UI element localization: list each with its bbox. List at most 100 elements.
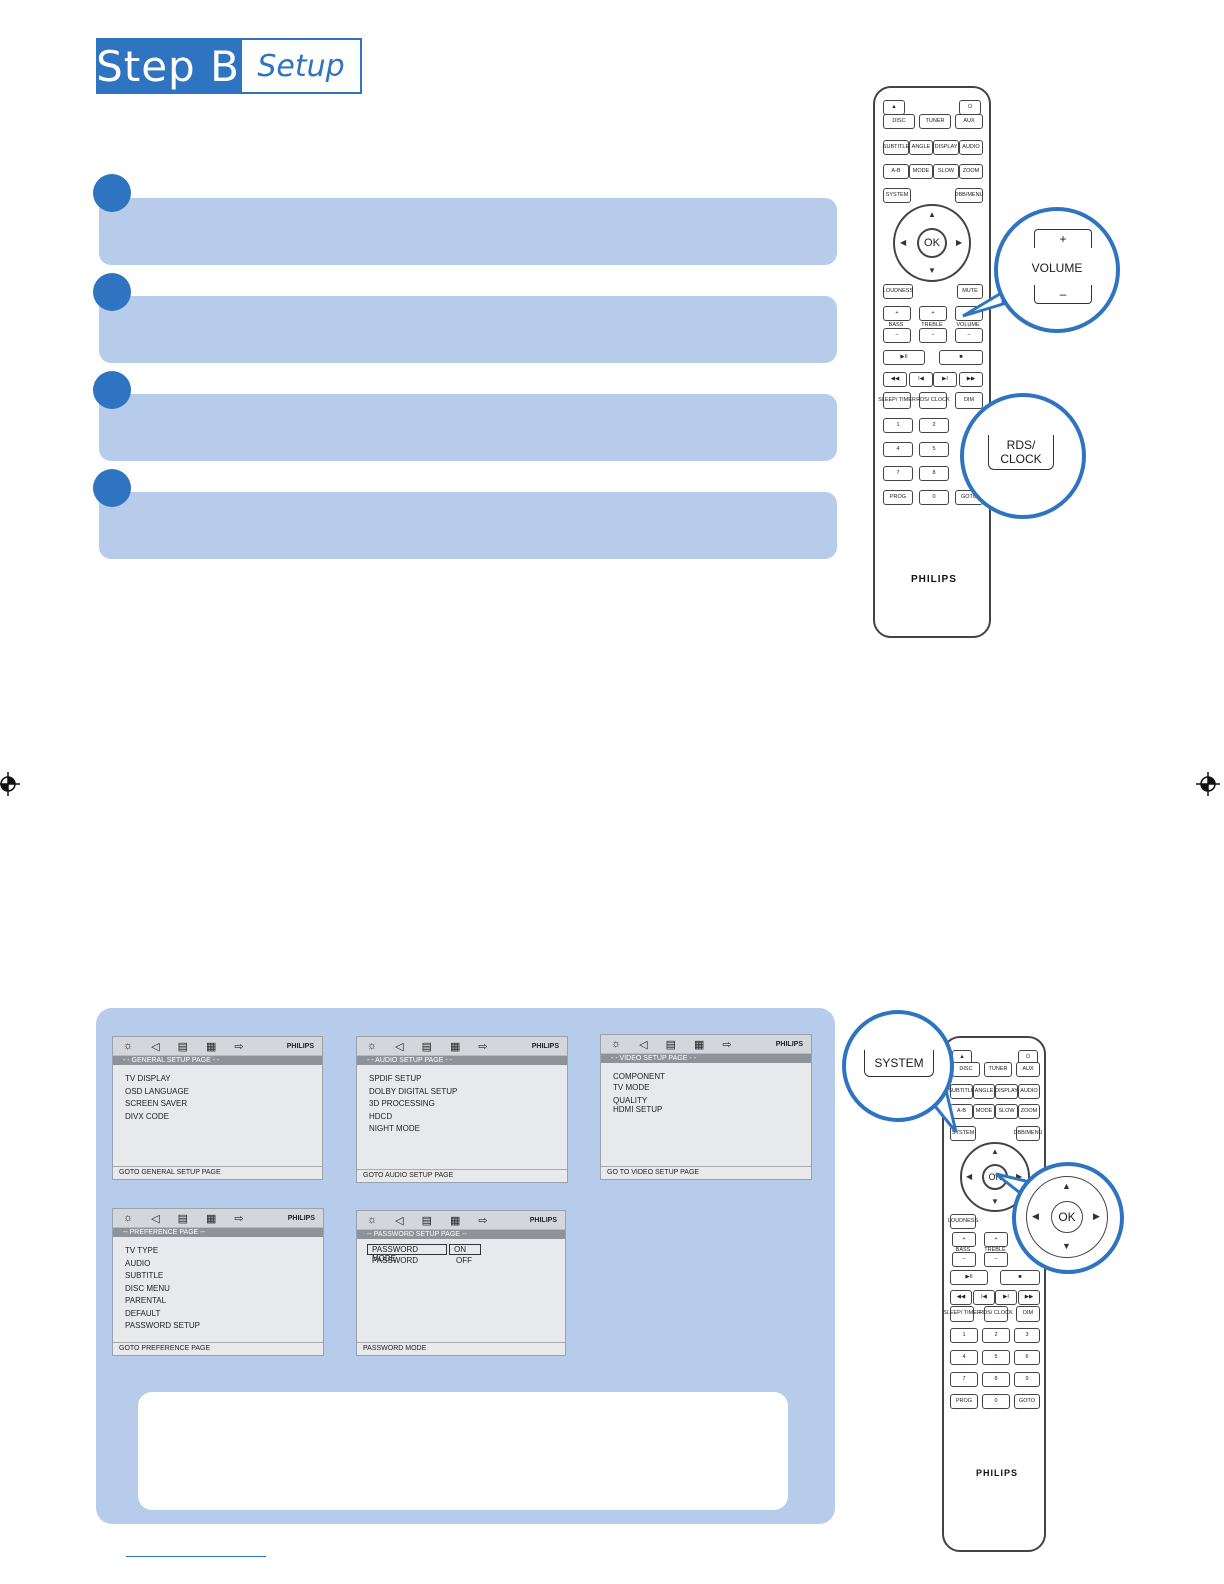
rds-clock-button[interactable]: RDS/ CLOCK [979, 1306, 1013, 1322]
angle-button[interactable]: ANGLE [973, 1084, 995, 1099]
subtitle-button[interactable]: SUBTITLE [948, 1084, 975, 1099]
menu-item[interactable]: TV MODE [613, 1083, 650, 1092]
power-button[interactable]: ⏻ [959, 100, 981, 115]
menu-item[interactable]: DEFAULT [125, 1308, 161, 1318]
treble-plus-button[interactable]: + [984, 1232, 1008, 1247]
next-button[interactable]: ▶I [995, 1290, 1017, 1305]
treble-plus-button[interactable]: + [919, 306, 947, 321]
bass-plus-button[interactable]: + [883, 306, 911, 321]
number-0-button[interactable]: 0 [982, 1394, 1010, 1409]
fast-forward-button[interactable]: ▶▶ [959, 372, 983, 387]
display-button[interactable]: DISPLAY [933, 140, 959, 155]
number-9-button[interactable]: 9 [1014, 1372, 1040, 1387]
menu-item[interactable]: SUBTITLE [125, 1271, 164, 1280]
number-6-button[interactable]: 6 [1014, 1350, 1040, 1365]
menu-item[interactable]: DOLBY DIGITAL SETUP [369, 1086, 458, 1096]
previous-button[interactable]: I◀ [973, 1290, 995, 1305]
previous-button[interactable]: I◀ [909, 372, 933, 387]
system-button[interactable]: SYSTEM [883, 188, 911, 203]
number-1-button[interactable]: 1 [883, 418, 913, 433]
goto-button[interactable]: GOTO [1014, 1394, 1040, 1409]
menu-item[interactable]: 3D PROCESSING [369, 1099, 435, 1108]
dim-button[interactable]: DIM [955, 392, 983, 409]
audio-button[interactable]: AUDIO [959, 140, 983, 155]
down-arrow-icon[interactable]: ▼ [991, 1197, 999, 1206]
menu-item[interactable]: PARENTAL [125, 1296, 167, 1305]
number-5-button[interactable]: 5 [982, 1350, 1010, 1365]
prog-button[interactable]: PROG [883, 490, 913, 505]
menu-item[interactable]: TV TYPE [125, 1246, 159, 1255]
zoom-button[interactable]: ZOOM [1018, 1104, 1040, 1119]
menu-item[interactable]: QUALITY [613, 1096, 648, 1105]
left-arrow-icon[interactable]: ◀ [900, 238, 907, 247]
sleep-timer-button[interactable]: SLEEP/ TIMER [878, 392, 916, 409]
password-mode-value[interactable]: ON [449, 1243, 481, 1255]
treble-minus-button[interactable]: – [919, 328, 947, 343]
play-pause-button[interactable]: ▶II [950, 1270, 988, 1285]
aux-button[interactable]: AUX [1016, 1062, 1040, 1077]
ab-button[interactable]: A-B [883, 164, 909, 179]
right-arrow-icon[interactable]: ▶ [956, 238, 963, 247]
play-pause-button[interactable]: ▶II [883, 350, 925, 365]
number-7-button[interactable]: 7 [950, 1372, 978, 1387]
number-5-button[interactable]: 5 [919, 442, 949, 457]
number-4-button[interactable]: 4 [950, 1350, 978, 1365]
menu-item[interactable]: HDMI SETUP [613, 1105, 663, 1114]
mode-button[interactable]: MODE [909, 164, 933, 179]
menu-item[interactable]: PASSWORD SETUP [125, 1321, 200, 1330]
disc-button[interactable]: DISC [952, 1062, 980, 1077]
menu-item[interactable]: NIGHT MODE [369, 1124, 420, 1133]
rds-clock-button[interactable]: RDS/ CLOCK [916, 392, 950, 409]
menu-item[interactable]: TV DISPLAY [125, 1074, 171, 1083]
number-2-button[interactable]: 2 [919, 418, 949, 433]
angle-button[interactable]: ANGLE [909, 140, 933, 155]
dbb-menu-button[interactable]: DBB/MENU [954, 188, 984, 203]
disc-button[interactable]: DISC [883, 114, 915, 129]
loudness-button[interactable]: LOUDNESS [948, 1214, 978, 1229]
number-8-button[interactable]: 8 [982, 1372, 1010, 1387]
menu-item[interactable]: AUDIO [125, 1258, 151, 1268]
number-2-button[interactable]: 2 [982, 1328, 1010, 1343]
menu-item[interactable]: DISC MENU [125, 1283, 170, 1293]
navigation-pad[interactable]: ▲ ▼ ◀ ▶ OK [893, 204, 971, 282]
menu-item[interactable]: DIVX CODE [125, 1111, 170, 1121]
password-mode-row[interactable]: PASSWORD MODE ON [367, 1243, 565, 1263]
mute-button[interactable]: MUTE [957, 284, 983, 299]
fast-forward-button[interactable]: ▶▶ [1018, 1290, 1040, 1305]
number-8-button[interactable]: 8 [919, 466, 949, 481]
password-mode-label[interactable]: PASSWORD MODE [367, 1243, 447, 1263]
number-0-button[interactable]: 0 [919, 490, 949, 505]
eject-button[interactable]: ▲ [883, 100, 905, 115]
up-arrow-icon[interactable]: ▲ [991, 1147, 999, 1156]
slow-button[interactable]: SLOW [995, 1104, 1018, 1119]
stop-button[interactable]: ■ [939, 350, 983, 365]
subtitle-button[interactable]: SUBTITLE [883, 140, 909, 155]
prog-button[interactable]: PROG [950, 1394, 978, 1409]
volume-minus-button[interactable]: – [955, 328, 983, 343]
down-arrow-icon[interactable]: ▼ [928, 266, 936, 275]
display-button[interactable]: DISPLAY [995, 1084, 1018, 1099]
number-7-button[interactable]: 7 [883, 466, 913, 481]
menu-item[interactable]: HDCD [369, 1111, 393, 1121]
number-1-button[interactable]: 1 [950, 1328, 978, 1343]
bass-minus-button[interactable]: – [883, 328, 911, 343]
left-arrow-icon[interactable]: ◀ [966, 1172, 973, 1181]
zoom-button[interactable]: ZOOM [959, 164, 983, 179]
menu-item[interactable]: OSD LANGUAGE [125, 1086, 190, 1096]
up-arrow-icon[interactable]: ▲ [928, 210, 936, 219]
next-button[interactable]: ▶I [933, 372, 957, 387]
password-row[interactable]: PASSWORD OFF [367, 1255, 565, 1267]
dbb-menu-button[interactable]: DBB/MENU [1013, 1126, 1043, 1141]
mode-button[interactable]: MODE [973, 1104, 995, 1119]
menu-item[interactable]: SPDIF SETUP [369, 1074, 422, 1083]
rewind-button[interactable]: ◀◀ [950, 1290, 972, 1305]
dim-button[interactable]: DIM [1016, 1306, 1040, 1322]
number-4-button[interactable]: 4 [883, 442, 913, 457]
stop-button[interactable]: ■ [1000, 1270, 1040, 1285]
slow-button[interactable]: SLOW [933, 164, 959, 179]
menu-item[interactable]: COMPONENT [613, 1072, 665, 1081]
number-3-button[interactable]: 3 [1014, 1328, 1040, 1343]
audio-button[interactable]: AUDIO [1018, 1084, 1040, 1099]
right-arrow-icon[interactable]: ▶ [1016, 1172, 1023, 1181]
sleep-timer-button[interactable]: SLEEP/ TIMER [943, 1306, 981, 1322]
